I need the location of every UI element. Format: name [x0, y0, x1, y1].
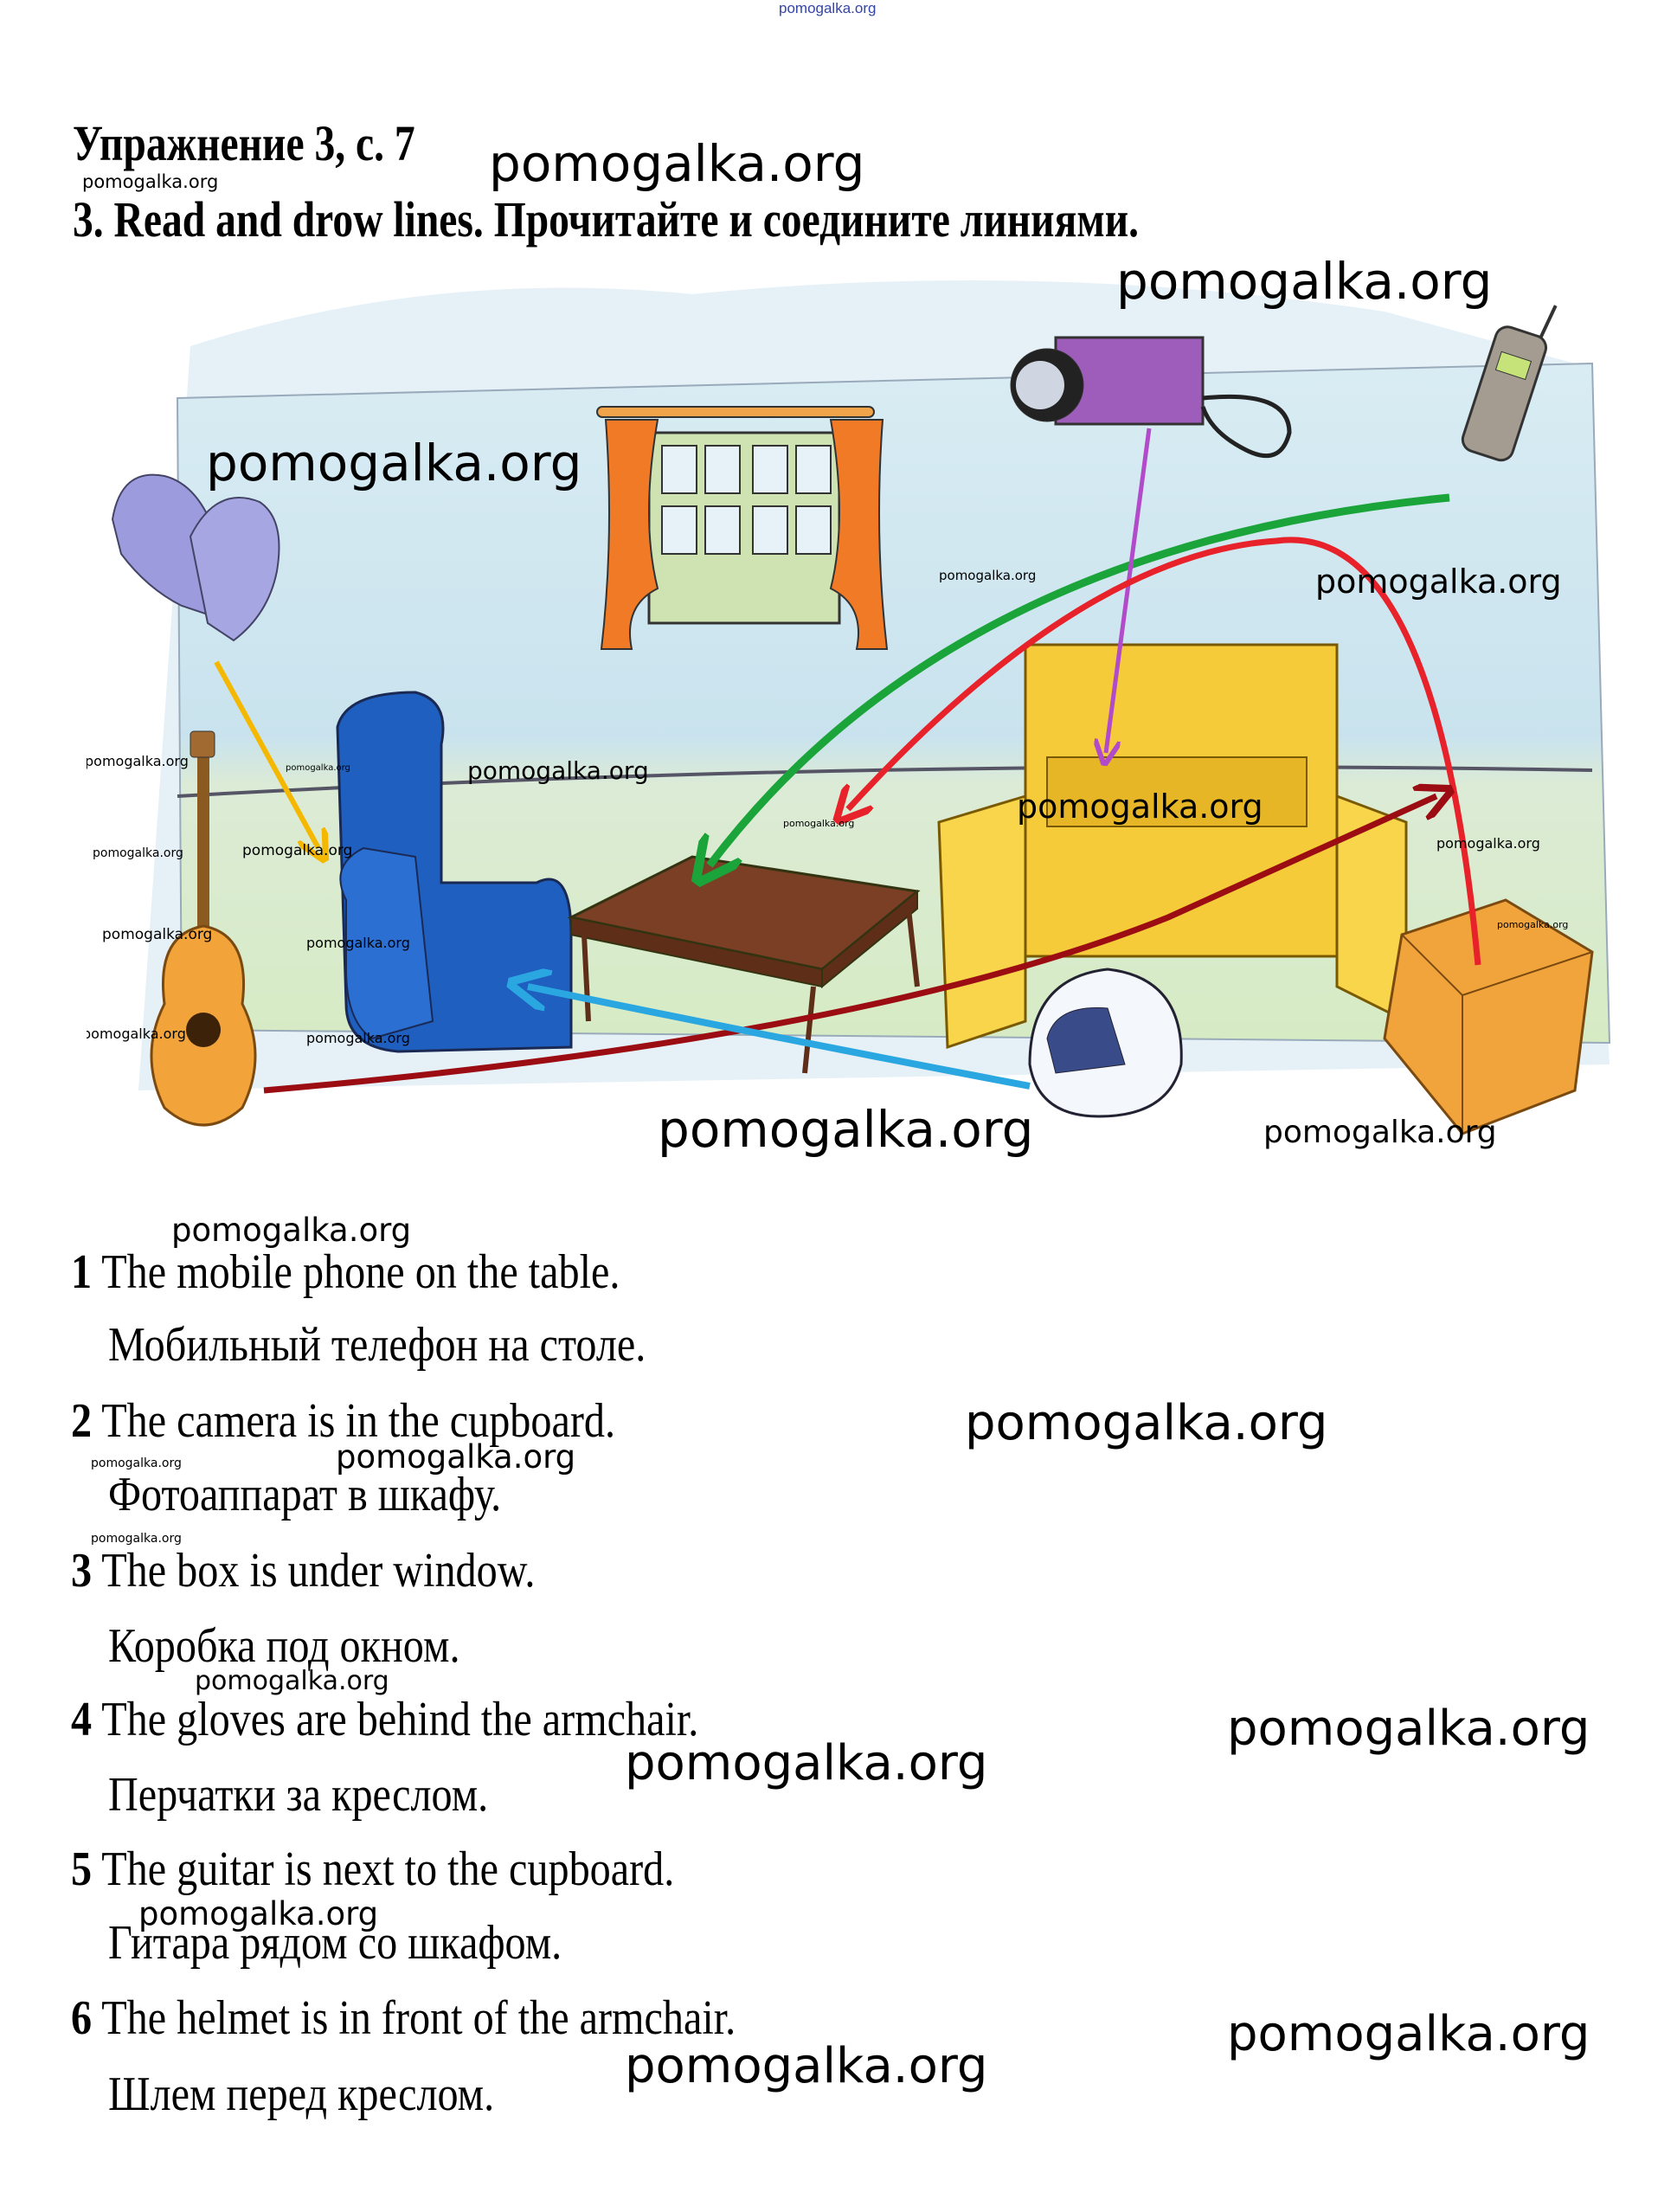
svg-text:pomogalka.org: pomogalka.org [1497, 919, 1568, 930]
watermark: pomogalka.org [195, 1666, 389, 1696]
svg-text:pomogalka.org: pomogalka.org [467, 756, 649, 785]
arrow-guitar-to-cupboard [263, 796, 1436, 1094]
watermark: pomogalka.org [91, 1456, 182, 1470]
svg-text:pomogalka.org: pomogalka.org [286, 763, 350, 773]
sentence-2-ru: Фотоаппарат в шкафу. [108, 1468, 502, 1521]
watermark: pomogalka.org [489, 134, 865, 193]
mobile-phone [1461, 305, 1558, 462]
armchair [336, 691, 573, 1053]
svg-text:pomogalka.org: pomogalka.org [306, 935, 410, 951]
sentence-5-en: 5 The guitar is next to the cupboard. [71, 1842, 675, 1896]
sentence-4-en: 4 The gloves are behind the armchair. [71, 1693, 699, 1746]
box [1383, 898, 1594, 1135]
arrow-gloves-to-armchair [214, 660, 318, 848]
sentence-1-en: 1 The mobile phone on the table. [71, 1245, 620, 1299]
room-illustration: pomogalka.org pomogalka.org pomogalka.or… [87, 260, 1611, 1159]
sentence-5-ru: Гитара рядом со шкафом. [108, 1916, 562, 1970]
svg-text:pomogalka.org: pomogalka.org [206, 434, 581, 492]
svg-text:pomogalka.org: pomogalka.org [1263, 1115, 1497, 1150]
watermark: pomogalka.org [625, 2038, 988, 2094]
arrow-helmet-to-armchair [528, 987, 1031, 1090]
exercise-heading: Упражнение 3, с. 7 [73, 115, 415, 171]
svg-text:pomogalka.org: pomogalka.org [93, 846, 183, 860]
sentence-3-en: 3 The box is under window. [71, 1544, 536, 1598]
sentence-2-en: 2 The camera is in the cupboard. [71, 1394, 615, 1448]
svg-text:pomogalka.org: pomogalka.org [939, 568, 1036, 583]
gloves [111, 473, 280, 642]
watermark: pomogalka.org [171, 1212, 412, 1249]
sentence-4-ru: Перчатки за креслом. [108, 1768, 489, 1822]
watermark: pomogalka.org [138, 1895, 379, 1932]
sentence-3-ru: Коробка под окном. [108, 1619, 460, 1673]
watermark: pomogalka.org [91, 1532, 182, 1546]
svg-text:pomogalka.org: pomogalka.org [1436, 835, 1540, 852]
watermark: pomogalka.org [1227, 1701, 1590, 1757]
arrow-box-to-window [848, 537, 1481, 966]
helmet [1028, 968, 1183, 1118]
svg-text:pomogalka.org: pomogalka.org [242, 842, 352, 859]
scene-watermarks: pomogalka.org pomogalka.org pomogalka.or… [87, 260, 1568, 1159]
guitar [150, 730, 257, 1127]
watermark: pomogalka.org [625, 1735, 988, 1791]
svg-text:pomogalka.org: pomogalka.org [783, 818, 854, 829]
watermark: pomogalka.org [1227, 2006, 1590, 2062]
task-instruction: 3. Read and drow lines. Прочитайте и сое… [73, 191, 1140, 248]
table [567, 855, 921, 1074]
svg-text:pomogalka.org: pomogalka.org [87, 1026, 186, 1042]
watermark: pomogalka.org [336, 1438, 576, 1476]
watermark: pomogalka.org [82, 171, 219, 192]
sentence-6-ru: Шлем перед креслом. [108, 2067, 495, 2121]
svg-text:pomogalka.org: pomogalka.org [1116, 260, 1492, 311]
svg-text:pomogalka.org: pomogalka.org [306, 1030, 410, 1046]
watermark: pomogalka.org [965, 1395, 1328, 1451]
svg-text:pomogalka.org: pomogalka.org [102, 926, 212, 943]
svg-text:pomogalka.org: pomogalka.org [1017, 788, 1263, 826]
sentence-1-ru: Мобильный телефон на столе. [108, 1318, 646, 1372]
arrow-camera-to-cupboard [1106, 428, 1152, 753]
arrow-phone-to-table [710, 493, 1450, 865]
svg-text:pomogalka.org: pomogalka.org [658, 1100, 1033, 1159]
camera [1010, 336, 1292, 459]
top-watermark: pomogalka.org [779, 0, 877, 16]
svg-text:pomogalka.org: pomogalka.org [87, 753, 189, 769]
sentence-6-en: 6 The helmet is in front of the armchair… [71, 1991, 736, 2045]
window [596, 406, 889, 650]
svg-text:pomogalka.org: pomogalka.org [1315, 563, 1562, 601]
